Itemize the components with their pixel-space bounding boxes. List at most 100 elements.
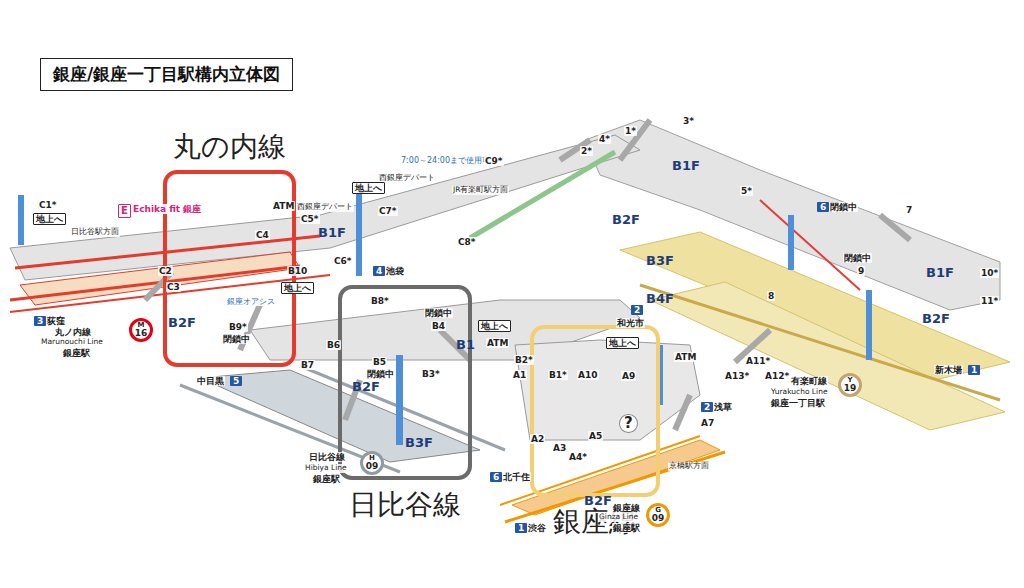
exit-code: B9* bbox=[228, 322, 248, 332]
exit-code: 7 bbox=[905, 205, 913, 215]
exit-sign: 地上へ bbox=[478, 320, 511, 332]
line-letter: H bbox=[369, 455, 375, 462]
exit-code: C7* bbox=[378, 206, 398, 216]
exit-code: A9 bbox=[621, 371, 636, 381]
exit-code: A7 bbox=[700, 418, 715, 428]
exit-code: B5 bbox=[372, 357, 387, 367]
exit-code: 8 bbox=[767, 291, 775, 301]
exit-number: 1 bbox=[968, 365, 980, 375]
stairs bbox=[145, 120, 910, 430]
exit-code: 浅草 bbox=[713, 402, 733, 412]
elevator bbox=[866, 290, 872, 360]
exit-code: 4* bbox=[598, 134, 611, 144]
title-box: 銀座/銀座一丁目駅構内立体図 bbox=[40, 58, 293, 91]
exit-code: A10 bbox=[577, 370, 599, 380]
stair bbox=[675, 395, 690, 430]
floor-label: B4F bbox=[646, 292, 674, 307]
exit-code: 荻窪 bbox=[46, 316, 66, 326]
note-text: 7:00～24:00まで使用可 bbox=[400, 156, 491, 165]
exit-code: 銀座駅 bbox=[62, 348, 91, 358]
floor-label: B3F bbox=[646, 254, 674, 269]
exit-code: ATM bbox=[272, 201, 295, 211]
line-letter: M bbox=[138, 322, 145, 329]
exit-number: 2 bbox=[631, 305, 643, 315]
exit-code: ATM bbox=[486, 338, 509, 348]
exit-number: 5 bbox=[230, 376, 242, 386]
direction-note: 西銀座デパート bbox=[378, 174, 436, 183]
marunouchi-levels bbox=[10, 135, 640, 312]
echika-badge: E bbox=[118, 204, 131, 218]
exit-code: 9 bbox=[857, 266, 865, 276]
exit-number: 3 bbox=[34, 316, 46, 326]
exit-code: 日比谷線 bbox=[308, 452, 346, 462]
stair bbox=[620, 120, 650, 160]
exit-code: C3 bbox=[166, 282, 181, 292]
exit-code: 銀座駅 bbox=[612, 523, 641, 533]
exit-sign: 地上へ bbox=[33, 213, 66, 225]
exit-number: 1 bbox=[515, 523, 527, 533]
concourse bbox=[10, 135, 640, 280]
track bbox=[505, 452, 725, 522]
exit-code: A11* bbox=[745, 356, 771, 366]
exit-code: 閉鎖中 bbox=[366, 369, 395, 379]
exit-code: C1* bbox=[38, 200, 58, 210]
exit-number: 2 bbox=[701, 402, 713, 412]
exit-code: 閉鎖中 bbox=[843, 253, 872, 263]
station-number: 09 bbox=[366, 462, 379, 471]
exit-code: 和光市 bbox=[616, 318, 645, 328]
line-badge: G09 bbox=[646, 503, 670, 527]
title-text: 銀座/銀座一丁目駅構内立体図 bbox=[53, 63, 280, 86]
line-badge: Y19 bbox=[838, 373, 862, 397]
exit-code: A5 bbox=[588, 431, 603, 441]
elevator bbox=[396, 355, 403, 445]
exit-code: 渋谷 bbox=[527, 523, 547, 533]
line-letter: G bbox=[655, 507, 661, 514]
floor-label: B2F bbox=[352, 380, 380, 395]
exit-code: 池袋 bbox=[385, 266, 405, 276]
exit-code: B7 bbox=[300, 360, 315, 370]
exit-code: C6* bbox=[333, 256, 353, 266]
exit-code: 有楽町線 bbox=[790, 376, 828, 386]
exit-code: 閉鎖中 bbox=[222, 334, 251, 344]
elevator bbox=[356, 186, 362, 276]
direction-note: Marunouchi Line bbox=[40, 338, 104, 347]
exit-number: 6 bbox=[490, 472, 502, 482]
track bbox=[10, 275, 330, 312]
exit-number: 4 bbox=[373, 266, 385, 276]
exit-code: B8* bbox=[370, 296, 390, 306]
exit-number: 6 bbox=[817, 202, 829, 212]
exit-code: 5* bbox=[740, 186, 753, 196]
passage bbox=[470, 152, 615, 238]
elevator bbox=[18, 195, 24, 245]
exit-code: B10 bbox=[287, 266, 308, 276]
facility-name: Echika fit 銀座 bbox=[131, 204, 203, 214]
exit-code: B1* bbox=[548, 370, 568, 380]
exit-sign: 地上へ bbox=[281, 282, 314, 294]
exit-sign: 地上へ bbox=[352, 182, 385, 194]
exit-code: 3* bbox=[682, 116, 695, 126]
route-line bbox=[760, 200, 860, 290]
direction-note: 京橋駅方面 bbox=[668, 462, 710, 471]
floor-label: B2F bbox=[584, 494, 612, 509]
exit-code: 中目黒 bbox=[196, 376, 225, 386]
exit-code: ATM bbox=[674, 352, 697, 362]
info-symbol: ? bbox=[619, 414, 638, 433]
exit-code: 2* bbox=[580, 146, 593, 156]
exit-code: 銀座一丁目駅 bbox=[770, 398, 826, 408]
floor-label: B1 bbox=[456, 338, 475, 353]
exit-code: 新木場 bbox=[934, 365, 963, 375]
floor-label: B2F bbox=[612, 213, 640, 228]
direction-note: Hibiya Line bbox=[304, 464, 348, 473]
exit-code: 1* bbox=[624, 126, 637, 136]
station-number: 19 bbox=[844, 384, 857, 393]
line-badge: H09 bbox=[360, 451, 384, 475]
line-highlight-frame: 銀座線 bbox=[530, 325, 660, 497]
exit-code: A2 bbox=[530, 434, 545, 444]
note-text: 銀座オアシス bbox=[226, 297, 276, 306]
exit-code: C4 bbox=[255, 230, 270, 240]
exit-sign: 地上へ bbox=[606, 337, 639, 349]
line-heading: 日比谷線 bbox=[349, 486, 461, 524]
exit-code: 銀座線 bbox=[612, 503, 641, 513]
elevator bbox=[788, 215, 794, 270]
exit-code: A4* bbox=[568, 452, 588, 462]
